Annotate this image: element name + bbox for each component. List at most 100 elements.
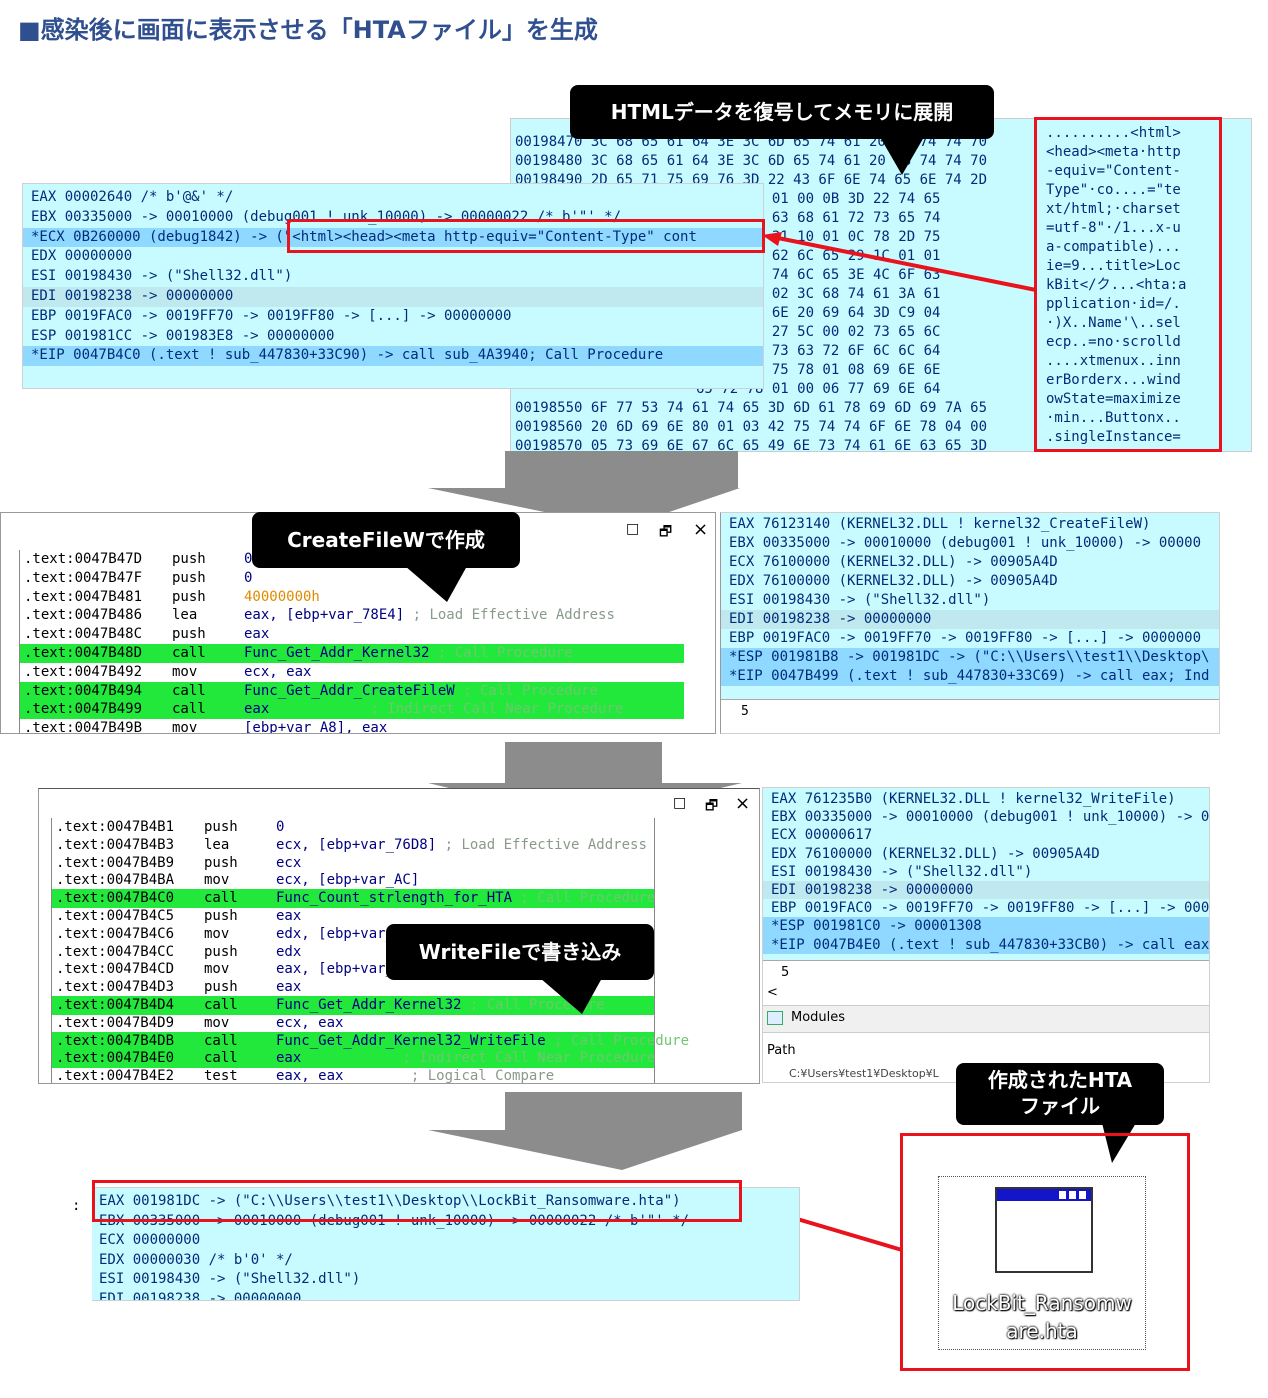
callout-hta-created: 作成されたHTA ファイル <box>956 1063 1164 1125</box>
hex-row: 00198560 20 6D 69 6E 80 01 03 42 75 74 7… <box>515 419 988 435</box>
ascii-row: ie=9...title>Loc <box>1046 258 1181 274</box>
register-line: EDI 00198238 -> 00000000 <box>23 287 763 307</box>
register-line: *ESP 001981C0 -> 00001308 <box>763 917 1209 936</box>
register-line: EDX 00000030 /* b'0' */ <box>99 1251 293 1268</box>
register-line: *EIP 0047B4C0 (.text ! sub_447830+33C90)… <box>23 346 763 367</box>
asm-address: .text:0047B4B9 <box>56 854 175 871</box>
asm-address: .text:0047B481 <box>24 588 143 605</box>
scroll-left-icon[interactable]: < <box>767 985 778 1000</box>
asm-operand: eax, eax ; Logical Compare <box>276 1068 555 1084</box>
asm-mnemonic: push <box>172 551 206 567</box>
ascii-row: pplication·id=/. <box>1046 296 1181 312</box>
asm-address: .text:0047B4B1 <box>56 819 175 835</box>
close-button-2[interactable]: × <box>735 793 751 814</box>
ascii-row: ·min...Buttonx.. <box>1046 410 1181 426</box>
asm-operand: 0 <box>276 819 285 835</box>
callout-createfile: CreateFileWで作成 <box>252 512 520 568</box>
ascii-row: kBit</ク...<hta:a <box>1046 277 1187 293</box>
asm-address: .text:0047B4E0 <box>56 1050 175 1067</box>
modules-label: Modules <box>791 1010 846 1025</box>
ascii-row: erBorderx...wind <box>1046 372 1181 388</box>
register-line: *ESP 001981B8 -> 001981DC -> ("C:\\Users… <box>721 648 1219 667</box>
asm-operand: [ebp+var_A8], eax <box>244 720 388 734</box>
panel-4-gutter: : <box>70 1187 92 1301</box>
ascii-row: ·)X..Name'\..sel <box>1046 315 1181 331</box>
asm-mnemonic: mov <box>204 925 230 942</box>
callout-hta-line1: 作成されたHTA <box>987 1068 1133 1092</box>
ascii-row: .singleInstance= <box>1046 429 1181 445</box>
asm-mnemonic: call <box>204 997 238 1013</box>
asm-address: .text:0047B494 <box>24 682 143 699</box>
asm-operand: 0 <box>244 551 253 567</box>
register-line: EAX 76123140 (KERNEL32.DLL ! kernel32_Cr… <box>729 516 1151 532</box>
close-button[interactable]: × <box>693 519 709 540</box>
register-footer-2: 5 <box>721 699 1219 733</box>
footer-number-3: 5 <box>781 965 790 980</box>
hex-row: 00198550 6F 77 53 74 61 74 65 3D 6D 61 7… <box>515 400 988 416</box>
asm-operand: ecx <box>276 854 302 871</box>
asm-comment: ; Call Procedure <box>454 682 599 699</box>
asm-row[interactable]: .text:0047B47D push 0 <box>20 550 684 569</box>
asm-mnemonic: push <box>172 569 206 586</box>
asm-comment: ; Indirect Call Near Procedure <box>269 701 624 718</box>
asm-address: .text:0047B4B3 <box>56 836 175 853</box>
asm-mnemonic: mov <box>204 1014 230 1031</box>
asm-address: .text:0047B48C <box>24 626 143 643</box>
register-line: ESP 001981CC -> 001983E8 -> 00000000 <box>31 327 335 344</box>
asm-address: .text:0047B4C5 <box>56 908 175 924</box>
callout-hta-pointer <box>1102 1123 1136 1163</box>
ascii-row: Type"·co....="te <box>1046 182 1181 198</box>
hta-file-item[interactable]: LockBit_Ransomw are.hta <box>938 1176 1146 1350</box>
hta-file-name-line2: are.hta <box>1006 1319 1078 1343</box>
register-line: EBP 0019FAC0 -> 0019FF70 -> 0019FF80 -> … <box>31 307 512 324</box>
hta-window-buttons <box>1059 1191 1087 1199</box>
asm-comment: ; Logical Compare <box>343 1068 555 1084</box>
minimize-button-2[interactable]: □ <box>673 795 687 811</box>
modules-tab[interactable]: Modules <box>763 1005 1209 1033</box>
asm-mnemonic: call <box>172 682 206 699</box>
red-arrow-1-line <box>767 234 1037 292</box>
register-footer-3: 5 < Modules Path C:¥Users¥test1¥Desktop¥… <box>763 960 1209 1082</box>
asm-operand: eax <box>276 908 302 924</box>
asm-address: .text:0047B4DB <box>56 1032 175 1049</box>
restore-button-2[interactable]: 🗗 <box>705 798 719 814</box>
asm-operand: Func_Count_strlength_for_HTA ; Call Proc… <box>276 890 656 907</box>
ascii-row: xt/html;·charset <box>1046 201 1181 217</box>
minimize-button[interactable]: □ <box>626 521 640 537</box>
asm-operand: 0 <box>244 569 253 586</box>
hex-row: 00198570 05 73 69 6E 67 6C 65 49 6E 73 7… <box>515 438 988 452</box>
asm-address: .text:0047B492 <box>24 663 143 680</box>
register-line: EDX 00000000 <box>31 248 133 265</box>
asm-address: .text:0047B47D <box>24 551 143 567</box>
asm-address: .text:0047B4C6 <box>56 925 175 942</box>
asm-operand: ecx, [ebp+var_76D8] ; Load Effective Add… <box>276 836 647 853</box>
register-line: *ECX 0B260000 (debug1842) -> ("<html><he… <box>23 227 763 248</box>
restore-button[interactable]: 🗗 <box>659 524 673 540</box>
register-line: EBX 00335000 -> 00010000 (debug001 ! unk… <box>771 809 1210 826</box>
register-line: EDX 76100000 (KERNEL32.DLL) -> 00905A4D <box>729 573 1058 589</box>
modules-icon <box>767 1011 783 1025</box>
register-panel-1: EAX 00002640 /* b'@&' */EBX 00335000 -> … <box>22 183 764 389</box>
